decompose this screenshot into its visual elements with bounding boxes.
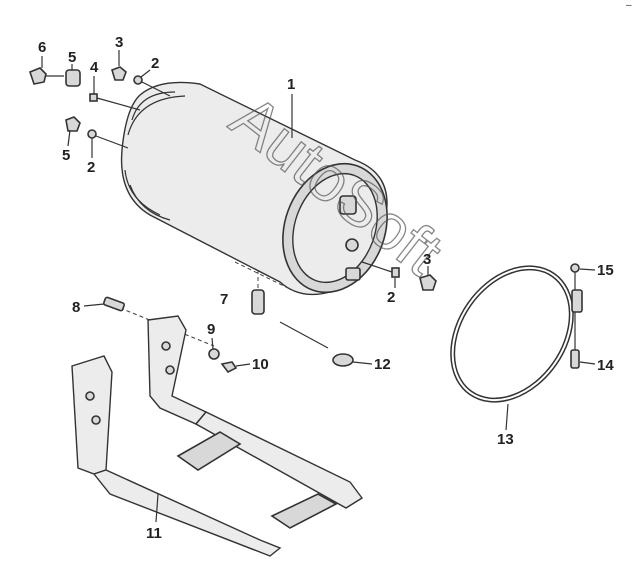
label-10: 10 [252, 356, 269, 373]
label-6: 6 [38, 39, 46, 56]
nut-9 [208, 348, 220, 360]
label-2-right: 2 [387, 289, 395, 306]
label-3-upper: 3 [115, 34, 123, 51]
label-4: 4 [90, 59, 99, 76]
drain-valve-7 [251, 268, 265, 315]
cradle-bracket-11 [71, 315, 364, 557]
fitting-3-right [419, 274, 437, 291]
label-11: 11 [146, 525, 162, 542]
drain-cable-12 [279, 321, 354, 367]
plug-5-lower [65, 116, 81, 132]
washer-2-upper [133, 75, 171, 97]
washer-2-left [87, 129, 129, 149]
washer-10 [220, 361, 238, 374]
label-12: 12 [374, 356, 391, 373]
washer-2-right [361, 261, 400, 278]
strap-nut-15 [570, 263, 580, 290]
label-15: 15 [597, 262, 614, 279]
label-2-upper: 2 [151, 55, 159, 72]
fitting-6 [29, 67, 64, 85]
air-tank [120, 81, 388, 296]
tank-strap-13 [450, 265, 583, 403]
label-14: 14 [597, 357, 614, 374]
label-9: 9 [207, 321, 215, 338]
washer-4 [89, 93, 141, 111]
fitting-3-upper [111, 66, 127, 81]
callouts: 1 6 5 4 3 2 5 2 3 2 7 8 9 10 12 13 14 [38, 34, 614, 542]
corner-mark: – [626, 0, 632, 11]
label-13: 13 [497, 431, 514, 448]
strap-bolt-14 [570, 312, 580, 369]
label-3-right: 3 [423, 251, 431, 268]
label-1: 1 [287, 76, 295, 93]
bolt-8 [102, 296, 126, 312]
label-5-upper: 5 [68, 49, 76, 66]
label-8: 8 [72, 299, 80, 316]
plug-5-upper [65, 69, 81, 87]
label-2-left: 2 [87, 159, 95, 176]
label-5-lower: 5 [62, 147, 70, 164]
label-7: 7 [220, 291, 228, 308]
